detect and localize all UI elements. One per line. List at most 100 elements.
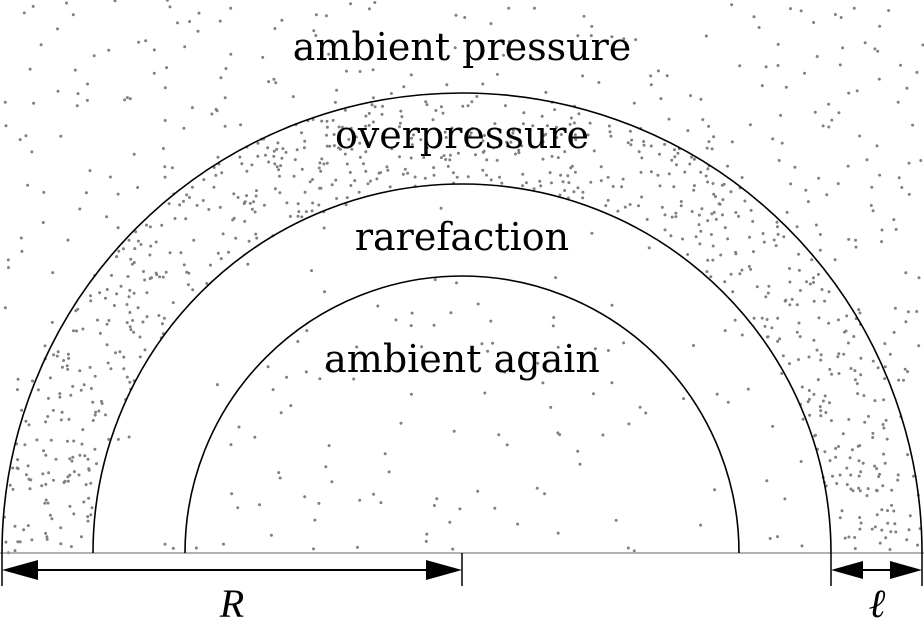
particle-dot (485, 158, 489, 162)
particle-dot (80, 442, 84, 446)
particle-dot (555, 136, 559, 139)
particle-dot (107, 48, 111, 52)
particle-dot (168, 5, 172, 9)
particle-dot (556, 345, 560, 349)
particle-dot (353, 179, 357, 183)
particle-dot (799, 460, 803, 463)
particle-dot (859, 521, 863, 525)
particle-dot (401, 172, 405, 176)
particle-dot (441, 111, 445, 115)
particle-dot (566, 174, 570, 178)
particle-dot (343, 152, 347, 156)
particle-dot (86, 457, 90, 461)
particle-dot (816, 272, 820, 276)
particle-dot (850, 448, 854, 452)
particle-dot (44, 453, 48, 457)
particle-dot (627, 422, 631, 426)
particle-dot (196, 29, 200, 33)
particle-dot (373, 105, 377, 109)
particle-dot (690, 210, 694, 213)
particle-dot (105, 288, 109, 291)
particle-dot (325, 125, 329, 129)
particle-dot (345, 69, 348, 73)
particle-dot (136, 239, 140, 243)
particle-dot (136, 306, 140, 310)
particle-dot (42, 190, 46, 194)
particle-dot (3, 306, 7, 310)
particle-dot (93, 374, 97, 378)
particle-dot (331, 118, 335, 122)
particle-dot (446, 164, 450, 168)
particle-dot (806, 400, 810, 404)
particle-dot (154, 271, 158, 275)
particle-dot (229, 52, 233, 56)
particle-dot (699, 523, 703, 527)
particle-dot (877, 77, 881, 81)
particle-dot (576, 186, 580, 190)
particle-dot (332, 133, 336, 136)
particle-dot (125, 303, 129, 306)
particle-dot (47, 396, 50, 400)
particle-dot (469, 131, 473, 135)
particle-dot (847, 237, 851, 241)
particle-dot (639, 170, 643, 174)
particle-dot (390, 147, 394, 151)
particle-dot (858, 444, 862, 448)
particle-dot (145, 315, 149, 319)
particle-dot (637, 150, 641, 154)
particle-dot (399, 421, 403, 425)
particle-dot (660, 205, 664, 209)
particle-dot (368, 141, 371, 145)
particle-dot (60, 410, 64, 414)
particle-dot (656, 173, 660, 177)
particle-dot (718, 202, 722, 206)
particle-dot (434, 109, 438, 112)
particle-dot (746, 387, 750, 391)
particle-dot (859, 356, 863, 360)
particle-dot (302, 146, 306, 150)
particle-dot (134, 230, 138, 234)
particle-dot (448, 158, 452, 162)
particle-dot (15, 388, 19, 392)
particle-dot (776, 42, 780, 46)
particle-dot (71, 384, 75, 388)
particle-dot (679, 204, 683, 208)
particle-dot (68, 504, 72, 508)
particle-dot (819, 409, 823, 413)
particle-dot (300, 215, 304, 219)
particle-dot (857, 459, 861, 463)
particle-dot (841, 46, 845, 50)
particle-dot (833, 258, 837, 262)
particle-dot (883, 365, 887, 369)
particle-dot (4, 124, 8, 128)
particle-dot (49, 438, 53, 442)
particle-dot (700, 207, 704, 211)
particle-dot (852, 335, 856, 338)
particle-dot (425, 146, 429, 150)
particle-dot (474, 153, 477, 157)
particle-dot (76, 92, 80, 96)
particle-dot (340, 125, 344, 129)
particle-dot (752, 15, 756, 19)
particle-dot (126, 275, 130, 278)
particle-dot (797, 358, 800, 362)
particle-dot (27, 423, 31, 427)
particle-dot (522, 111, 526, 115)
particle-dot (371, 96, 375, 100)
particle-dot (379, 501, 383, 505)
particle-dot (783, 497, 787, 501)
particle-dot (726, 164, 729, 168)
particle-dot (839, 16, 843, 19)
particle-dot (394, 318, 398, 322)
particle-dot (72, 439, 76, 443)
particle-dot (398, 121, 402, 125)
particle-dot (303, 139, 307, 143)
particle-dot (419, 138, 423, 142)
particle-dot (68, 457, 72, 461)
particle-dot (154, 240, 158, 244)
particle-dot (637, 204, 640, 208)
particle-dot (224, 67, 228, 70)
particle-dot (370, 103, 374, 107)
particle-dot (873, 47, 877, 51)
particle-dot (296, 214, 300, 218)
